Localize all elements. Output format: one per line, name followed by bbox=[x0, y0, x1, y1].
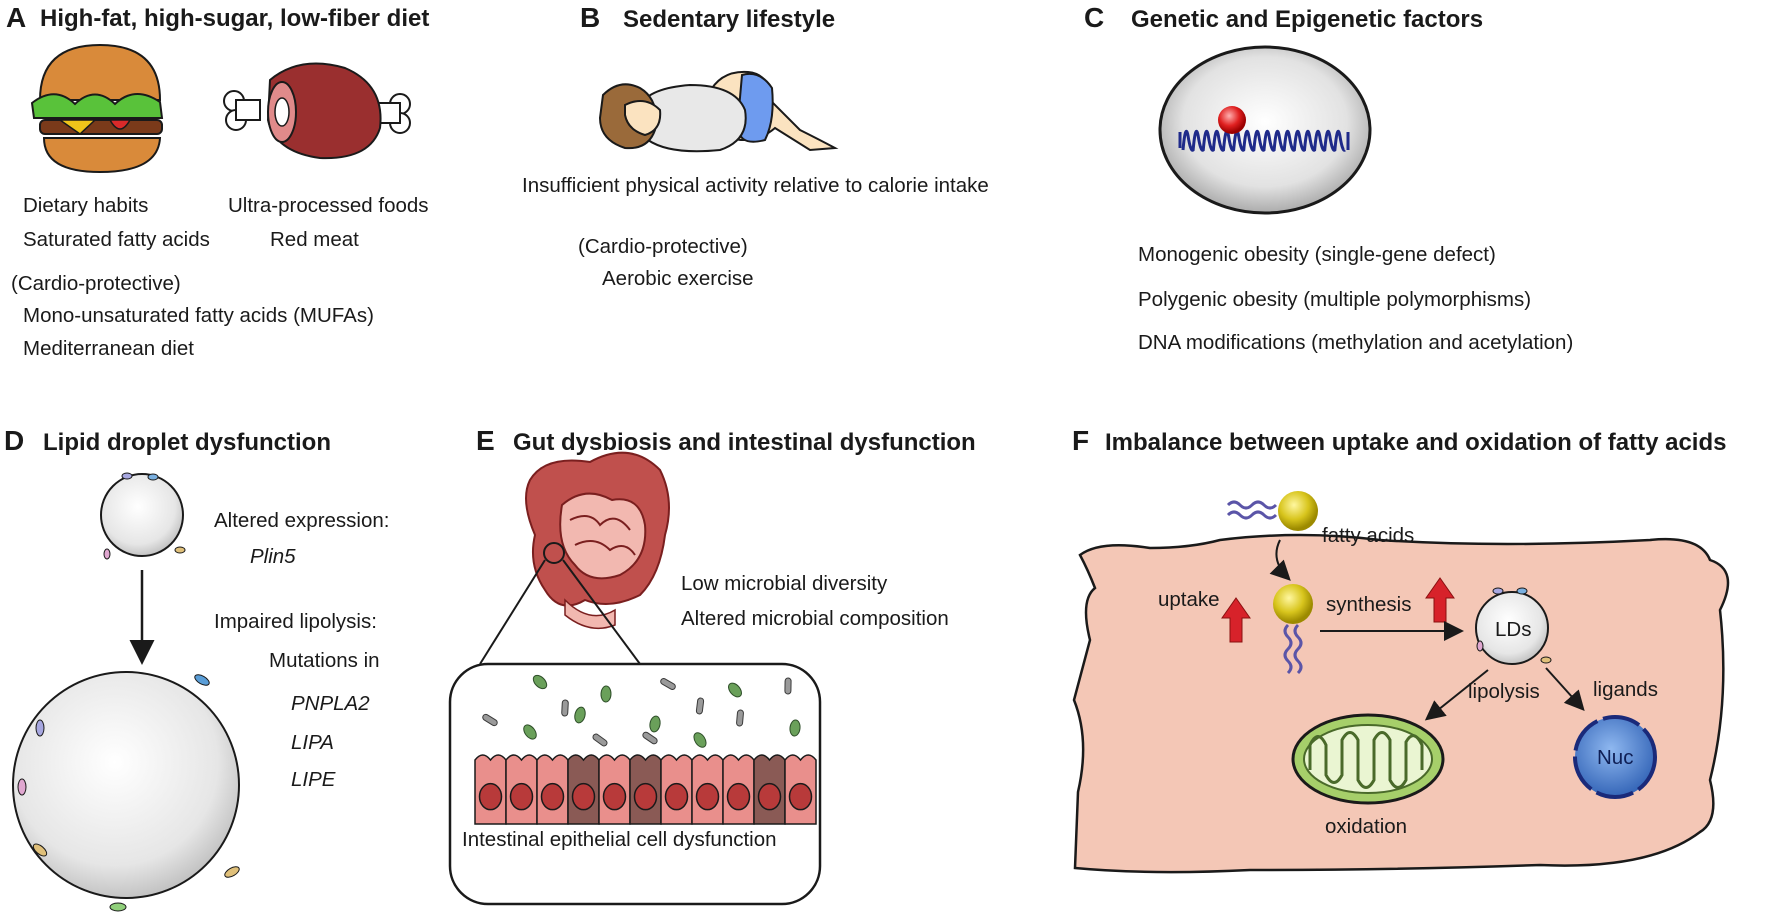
green-bacterium bbox=[574, 706, 586, 724]
burger-icon bbox=[30, 43, 164, 174]
panel-e-item-composition: Altered microbial composition bbox=[681, 607, 949, 630]
epithelial-nucleus bbox=[571, 782, 596, 811]
red-meat-icon bbox=[223, 62, 411, 160]
arrow-up-icon bbox=[1221, 577, 1455, 643]
small-lipid-droplet bbox=[100, 472, 186, 560]
epithelial-nucleus bbox=[757, 782, 782, 811]
large-lipid-droplet bbox=[12, 671, 240, 912]
panel-d-altered-gene: Plin5 bbox=[250, 545, 296, 568]
uptake-arrow bbox=[1269, 539, 1291, 581]
epithelial-nucleus bbox=[478, 782, 503, 811]
panel-f-ligands: ligands bbox=[1593, 678, 1658, 701]
grey-bacterium bbox=[736, 709, 744, 727]
panel-f-lipolysis: lipolysis bbox=[1468, 680, 1540, 703]
panel-f-uptake: uptake bbox=[1158, 588, 1220, 611]
mitochondrion-icon bbox=[1291, 713, 1445, 805]
panel-f-synthesis: synthesis bbox=[1326, 593, 1412, 616]
epithelial-nucleus bbox=[788, 782, 813, 811]
panel-d-gene-lipa: LIPA bbox=[291, 731, 334, 754]
panel-f-title: Imbalance between uptake and oxidation o… bbox=[1105, 429, 1727, 456]
fatty-acid-inside bbox=[1273, 584, 1313, 675]
green-bacterium bbox=[532, 674, 548, 690]
panel-d-gene-pnpla2: PNPLA2 bbox=[291, 692, 370, 715]
panel-c-item-polygenic: Polygenic obesity (multiple polymorphism… bbox=[1138, 288, 1532, 311]
panel-d-mutations-label: Mutations in bbox=[269, 649, 380, 672]
green-bacterium bbox=[789, 719, 801, 737]
panel-a-protective-label: (Cardio-protective) bbox=[11, 272, 181, 295]
epithelial-nucleus bbox=[602, 782, 627, 811]
sedentary-person-icon bbox=[598, 70, 839, 153]
panel-f-lds: LDs bbox=[1495, 618, 1532, 641]
panel-d-impaired-label: Impaired lipolysis: bbox=[214, 610, 377, 633]
grey-bacterium bbox=[784, 677, 792, 695]
panel-a-item-dietary: Dietary habits bbox=[23, 194, 149, 217]
grey-bacterium bbox=[642, 731, 658, 745]
panel-f-fatty-acids: fatty acids bbox=[1322, 524, 1415, 547]
green-bacterium bbox=[649, 715, 661, 733]
panel-b-letter: B bbox=[580, 2, 601, 33]
epithelial-nucleus bbox=[695, 782, 720, 811]
grey-bacterium bbox=[695, 697, 705, 715]
green-bacterium bbox=[728, 682, 742, 698]
panel-f-letter: F bbox=[1072, 425, 1090, 456]
green-bacterium bbox=[693, 732, 707, 748]
grey-bacterium bbox=[561, 699, 569, 717]
epithelial-cells bbox=[474, 754, 817, 825]
panel-e-item-diversity: Low microbial diversity bbox=[681, 572, 888, 595]
epithelial-nucleus bbox=[509, 782, 534, 811]
panel-b-description: Insufficient physical activity relative … bbox=[522, 174, 989, 197]
epithelial-nucleus bbox=[664, 782, 689, 811]
green-bacterium bbox=[600, 685, 612, 703]
panel-a-protective-med: Mediterranean diet bbox=[23, 337, 194, 360]
grey-bacterium bbox=[660, 678, 676, 690]
nucleus-icon bbox=[1573, 715, 1657, 799]
panel-e-inset-caption: Intestinal epithelial cell dysfunction bbox=[462, 828, 777, 851]
panel-a-title: High-fat, high-sugar, low-fiber diet bbox=[40, 5, 430, 32]
panel-a-item-saturated: Saturated fatty acids bbox=[23, 228, 210, 251]
ligands-arrow bbox=[1545, 667, 1585, 711]
panel-c-letter: C bbox=[1084, 2, 1105, 33]
panel-d-letter: D bbox=[4, 425, 25, 456]
panel-e-letter: E bbox=[476, 425, 495, 456]
panel-e-title: Gut dysbiosis and intestinal dysfunction bbox=[513, 429, 976, 456]
green-bacterium bbox=[523, 724, 537, 740]
panel-c-item-monogenic: Monogenic obesity (single-gene defect) bbox=[1138, 243, 1496, 266]
epithelial-nucleus bbox=[540, 782, 565, 811]
epithelial-nucleus bbox=[726, 782, 751, 811]
lipolysis-arrow bbox=[1424, 669, 1489, 721]
panel-f-oxidation: oxidation bbox=[1325, 815, 1408, 838]
panel-d-gene-lipe: LIPE bbox=[291, 768, 336, 791]
panel-d-title: Lipid droplet dysfunction bbox=[43, 429, 331, 456]
grey-bacterium bbox=[592, 733, 608, 747]
panel-a-item-redmeat: Red meat bbox=[270, 228, 359, 251]
epithelial-nucleus bbox=[633, 782, 658, 811]
panel-a-protective-mufa: Mono-unsaturated fatty acids (MUFAs) bbox=[23, 304, 374, 327]
panel-a-item-ultra: Ultra-processed foods bbox=[228, 194, 429, 217]
grey-bacterium bbox=[482, 713, 498, 727]
genetic-nucleus-icon bbox=[1158, 45, 1372, 215]
panel-d-altered-label: Altered expression: bbox=[214, 509, 390, 532]
intestine-icon bbox=[525, 451, 670, 630]
bacteria-group bbox=[482, 674, 801, 748]
panel-c-item-dna: DNA modifications (methylation and acety… bbox=[1138, 331, 1574, 354]
panel-a-letter: A bbox=[6, 2, 27, 33]
panel-f-nuc: Nuc bbox=[1597, 746, 1634, 769]
panel-b-protective-label: (Cardio-protective) bbox=[578, 235, 748, 258]
fatty-acid-outside bbox=[1226, 491, 1318, 531]
panel-b-title: Sedentary lifestyle bbox=[623, 6, 836, 33]
panel-b-protective-item: Aerobic exercise bbox=[602, 267, 754, 290]
panel-c-title: Genetic and Epigenetic factors bbox=[1131, 6, 1484, 33]
lds-droplet bbox=[1475, 587, 1552, 665]
